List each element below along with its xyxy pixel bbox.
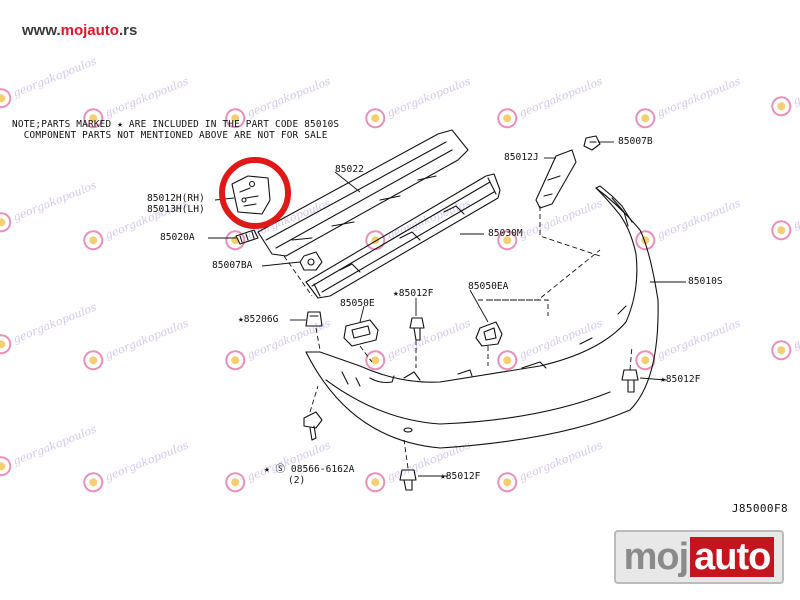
highlight-circle bbox=[219, 157, 291, 229]
reinforcement-bar-85022 bbox=[257, 129, 469, 257]
bumper-cover-85010s bbox=[305, 185, 659, 449]
label-85206g: ★85206G bbox=[238, 314, 279, 325]
label-85012h: 85012H(RH) bbox=[147, 193, 205, 204]
diagram-code: J85000F8 bbox=[731, 502, 788, 515]
site-url-prefix: www. bbox=[22, 22, 61, 39]
label-85007ba: 85007BA bbox=[212, 260, 253, 271]
energy-absorber-85030m bbox=[305, 173, 501, 299]
label-08566-6162a: ★ Ⓢ 08566-6162A bbox=[264, 464, 355, 475]
screw-08566-6162a bbox=[303, 411, 323, 441]
label-85012f-bottom: ★85012F bbox=[440, 471, 481, 482]
label-85012f-right: ★85012F bbox=[660, 374, 701, 385]
clip-85012f-right bbox=[621, 369, 639, 393]
assembly-dashed-lines bbox=[283, 206, 633, 469]
note-line-1: NOTE;PARTS MARKED ★ ARE INCLUDED IN THE … bbox=[12, 119, 340, 130]
bracket-85050ea bbox=[475, 321, 503, 347]
bracket-85050e bbox=[343, 319, 379, 347]
clip-85206g bbox=[305, 311, 323, 327]
label-85020a: 85020A bbox=[160, 232, 195, 243]
logo-part-auto: auto bbox=[690, 537, 775, 577]
label-85030m: 85030M bbox=[488, 228, 523, 239]
note-line-2: COMPONENT PARTS NOT MENTIONED ABOVE ARE … bbox=[23, 130, 328, 141]
nut-85007ba bbox=[299, 251, 323, 271]
logo-part-moj: moj bbox=[623, 535, 690, 578]
bolt-85020a bbox=[235, 229, 259, 245]
label-08566-qty: (2) bbox=[288, 475, 306, 486]
label-85022: 85022 bbox=[335, 164, 364, 175]
parts-note: NOTE;PARTS MARKED ★ ARE INCLUDED IN THE … bbox=[12, 119, 339, 141]
site-url-brand: mojauto bbox=[60, 22, 119, 39]
site-url-suffix: .rs bbox=[118, 22, 138, 39]
label-85012f-top: ★85012F bbox=[393, 288, 434, 299]
clip-85012f-top bbox=[409, 317, 425, 341]
label-85050e: 85050E bbox=[340, 298, 375, 309]
bracket-85012h bbox=[231, 175, 271, 215]
label-85010s: 85010S bbox=[688, 276, 723, 287]
bracket-85012j bbox=[535, 149, 577, 209]
label-85007b: 85007B bbox=[618, 136, 653, 147]
site-url[interactable]: www.mojauto.rs bbox=[22, 22, 137, 39]
label-85050ea: 85050EA bbox=[468, 281, 509, 292]
clip-85007b bbox=[583, 135, 601, 151]
leader-lines bbox=[208, 141, 686, 477]
label-85012j: 85012J bbox=[504, 152, 539, 163]
label-85013h: 85013H(LH) bbox=[147, 204, 205, 215]
clip-85012f-bottom bbox=[399, 469, 417, 491]
